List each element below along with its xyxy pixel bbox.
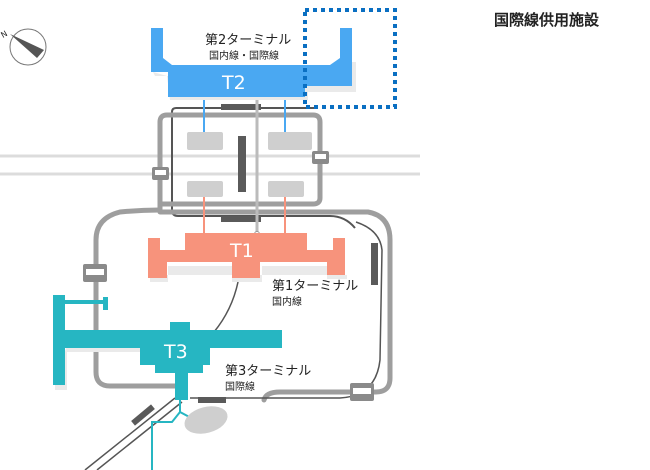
parking-lots <box>187 132 312 197</box>
terminal-2-building <box>151 28 356 100</box>
terminal-2-code: T2 <box>221 72 246 94</box>
train-stations <box>131 104 378 426</box>
walkways <box>151 97 286 470</box>
roads <box>93 112 393 403</box>
terminal-3-code: T3 <box>163 341 188 363</box>
terminal-1-code: T1 <box>229 240 254 262</box>
terminal-1-name: 第1ターミナル <box>272 279 358 294</box>
terminal-1-service: 国内線 <box>272 295 302 308</box>
international-facility-area <box>303 8 397 109</box>
terminal-3-service: 国際線 <box>225 380 255 393</box>
compass-icon: N <box>0 28 47 66</box>
terminal-2-name: 第2ターミナル <box>205 33 291 48</box>
bus-stop-icons <box>83 151 374 401</box>
terminal-3-name: 第3ターミナル <box>225 364 311 379</box>
terminal-3-building <box>53 295 282 400</box>
railway-lines <box>0 154 420 176</box>
legend-international-facilities: 国際線供用施設 <box>494 11 600 29</box>
terminal-1-building <box>148 233 347 282</box>
access-roads <box>84 281 239 470</box>
terminal-2-service: 国内線・国際線 <box>209 49 279 62</box>
parking-area <box>184 406 228 434</box>
compass-north-label: N <box>0 29 9 40</box>
